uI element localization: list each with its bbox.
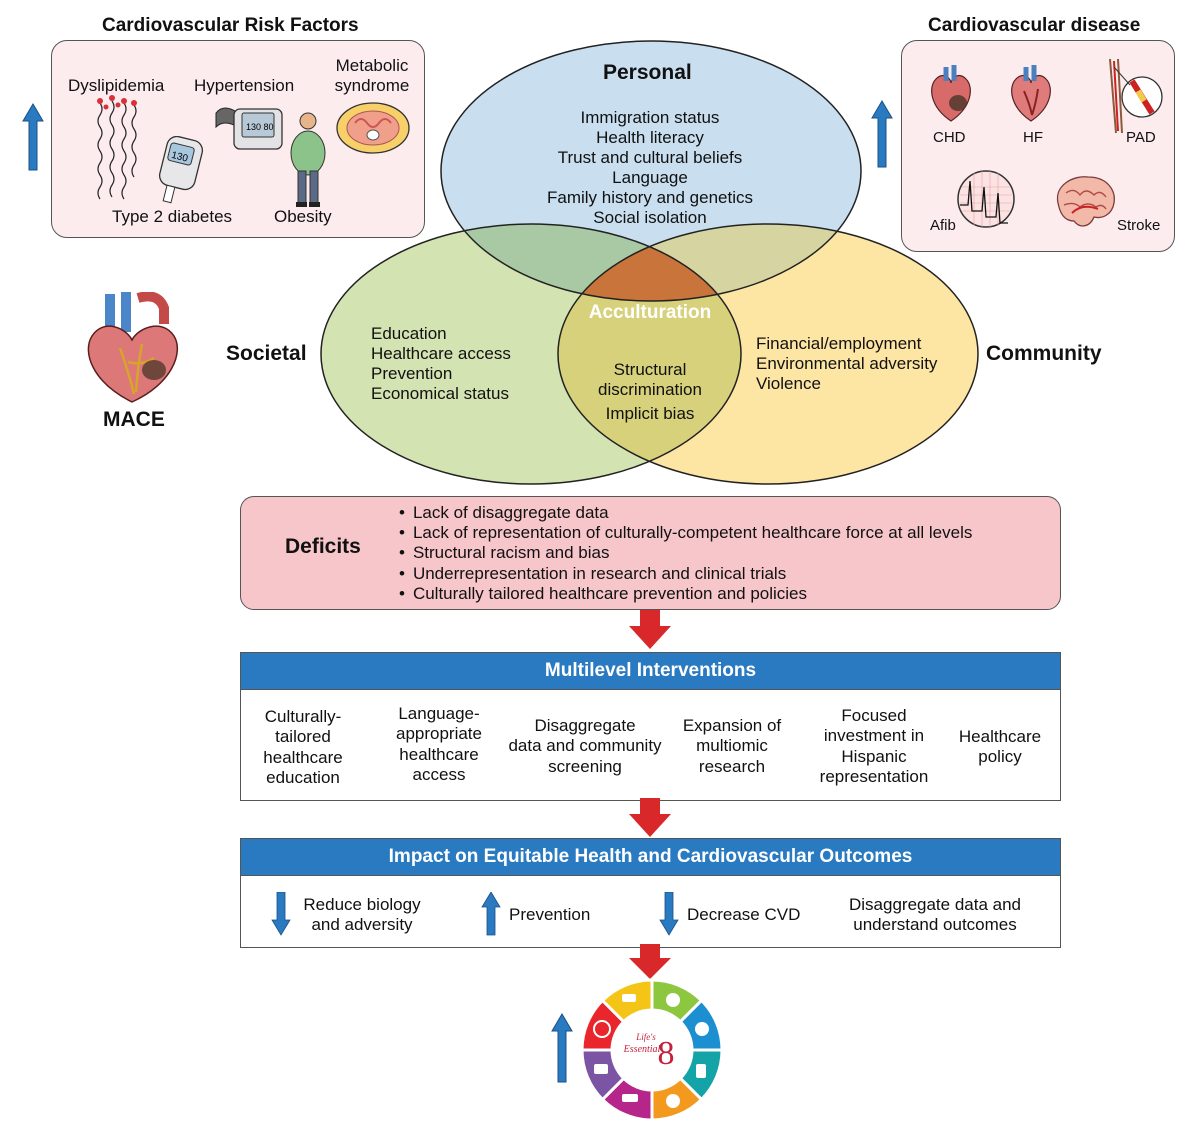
increase-arrow-icon: [551, 1013, 573, 1083]
impact-title: Impact on Equitable Health and Cardiovas…: [241, 839, 1060, 876]
personal-item: Language: [612, 168, 688, 187]
label-hf: HF: [1023, 129, 1043, 146]
decrease-arrow-icon: [271, 892, 291, 936]
down-arrow-icon: [629, 798, 671, 837]
decrease-arrow-icon: [659, 892, 679, 936]
activity-icon: [695, 1022, 709, 1036]
stroke-brain-icon: [1056, 176, 1115, 227]
venn-personal-title: Personal: [603, 61, 692, 84]
label-chd: CHD: [933, 129, 966, 146]
increase-arrow-icon: [871, 100, 893, 168]
impact-item: Prevention: [509, 905, 591, 924]
disease-box: CHD HF PAD Afib Stroke: [901, 40, 1175, 252]
societal-item: Prevention: [371, 364, 453, 383]
pad-leg-icon: [1109, 58, 1163, 134]
weight-icon: [666, 1094, 680, 1108]
increase-arrow-icon: [481, 892, 501, 936]
dyslipidemia-icon: [97, 95, 137, 200]
deficits-box: Deficits Lack of disaggregate data Lack …: [240, 496, 1061, 610]
deficit-item: Culturally tailored healthcare preventio…: [399, 584, 972, 604]
svg-text:130 80: 130 80: [246, 122, 274, 132]
chd-heart-icon: [931, 65, 971, 122]
risk-factors-title: Cardiovascular Risk Factors: [102, 15, 359, 36]
bp-icon: [594, 1064, 608, 1074]
blood-pressure-monitor-icon: 130 80: [215, 107, 283, 150]
overlap-item: Structural: [613, 360, 687, 379]
label-afib: Afib: [930, 217, 956, 234]
disease-title: Cardiovascular disease: [928, 15, 1141, 36]
societal-item: Economical status: [371, 384, 509, 403]
glucose-meter-icon: 130: [158, 136, 204, 204]
overlap-item: discrimination: [598, 380, 702, 399]
venn-societal-title: Societal: [226, 342, 307, 365]
risk-factors-box: 130 130 80 Dyslipidemia Hypertension Met…: [51, 40, 425, 238]
societal-item: Education: [371, 324, 447, 343]
deficit-item: Structural racism and bias: [399, 543, 972, 563]
diet-icon: [666, 993, 680, 1007]
acculturation-label: Acculturation: [588, 302, 712, 323]
label-type2-diabetes: Type 2 diabetes: [112, 207, 233, 226]
obesity-person-icon: [290, 112, 326, 207]
no-smoking-icon: [593, 1020, 611, 1038]
deficit-item: Lack of disaggregate data: [399, 503, 972, 523]
deficits-title: Deficits: [285, 535, 361, 558]
label-pad: PAD: [1126, 129, 1156, 146]
glucose-icon: [696, 1064, 706, 1078]
le8-number: 8: [658, 1035, 675, 1072]
impact-item: Decrease CVD: [687, 905, 801, 924]
mace-heart-icon: [87, 292, 179, 403]
deficit-item: Underrepresentation in research and clin…: [399, 564, 972, 584]
mace-label: MACE: [103, 408, 165, 431]
label-obesity: Obesity: [274, 207, 332, 226]
personal-item: Family history and genetics: [547, 188, 753, 207]
deficit-item: Lack of representation of culturally-com…: [399, 523, 972, 543]
down-arrow-icon: [629, 944, 671, 979]
le8-line2: Essential: [623, 1044, 661, 1055]
personal-item: Health literacy: [596, 128, 704, 147]
down-arrow-icon: [629, 610, 671, 649]
deficits-list: Lack of disaggregate data Lack of repres…: [399, 503, 972, 604]
afib-ecg-icon: [957, 170, 1015, 228]
hf-heart-icon: [1011, 65, 1051, 122]
increase-arrow-icon: [22, 103, 44, 171]
personal-item: Immigration status: [580, 108, 720, 127]
interventions-panel: Multilevel Interventions Culturally-tail…: [240, 652, 1061, 801]
lifes-essential-8-wheel: Life's Essential 8: [580, 978, 724, 1122]
metabolic-syndrome-icon: [336, 102, 410, 154]
impact-panel: Impact on Equitable Health and Cardiovas…: [240, 838, 1061, 948]
personal-item: Trust and cultural beliefs: [557, 148, 743, 167]
interventions-title: Multilevel Interventions: [241, 653, 1060, 690]
label-stroke: Stroke: [1117, 217, 1161, 234]
community-item: Violence: [756, 374, 821, 393]
societal-item: Healthcare access: [371, 344, 511, 363]
venn-community-title: Community: [986, 342, 1102, 365]
community-item: Environmental adversity: [756, 354, 938, 373]
le8-line1: Life's: [635, 1032, 656, 1042]
sleep-icon: [622, 994, 636, 1002]
label-metabolic-syndrome: Metabolic syndrome: [334, 56, 410, 95]
community-item: Financial/employment: [756, 334, 922, 353]
svg-text:130: 130: [170, 150, 189, 165]
cholesterol-icon: [622, 1094, 638, 1102]
label-hypertension: Hypertension: [194, 76, 295, 95]
label-dyslipidemia: Dyslipidemia: [68, 76, 165, 95]
personal-item: Social isolation: [593, 208, 707, 227]
overlap-item: Implicit bias: [605, 404, 695, 423]
